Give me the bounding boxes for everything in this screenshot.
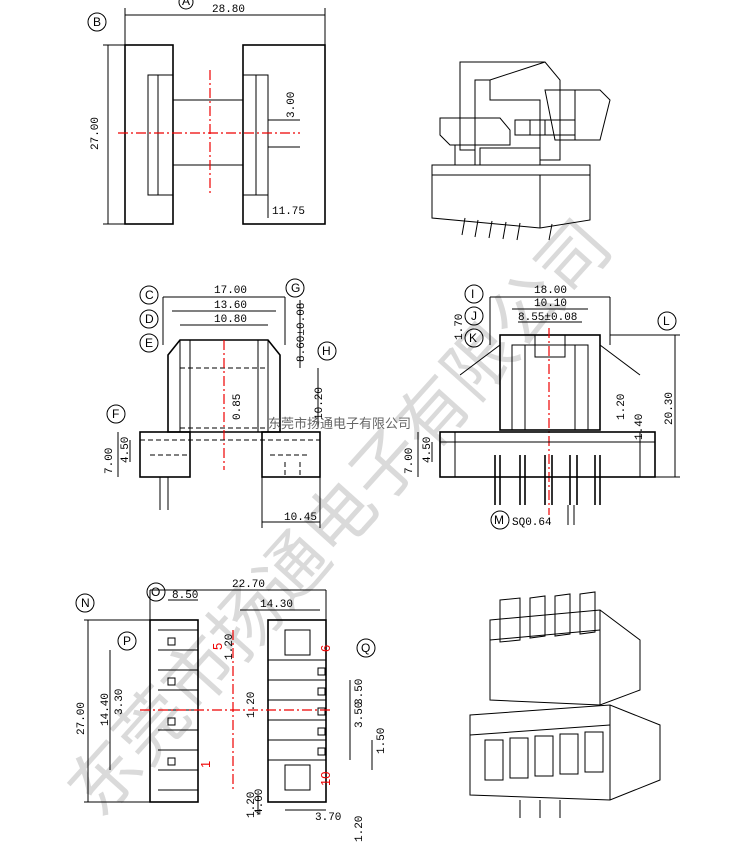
- pin-10-label: 10: [318, 772, 333, 786]
- label-l: L: [663, 314, 670, 328]
- iso-view-lower: [469, 591, 661, 818]
- label-q: Q: [361, 641, 370, 655]
- label-n: N: [81, 596, 90, 610]
- bottom-w-total-dim: 22.70: [232, 579, 265, 591]
- bottom-h1-dim: 14.40: [100, 693, 112, 726]
- label-a: A: [182, 0, 190, 8]
- front-base-h2-dim: 4.50: [120, 437, 132, 463]
- label-b-circle: [87, 12, 107, 32]
- top-width-dim: 28.80: [212, 4, 245, 16]
- side-h2-dim: 1.40: [634, 414, 646, 440]
- top-view: B A 28.80 27.00 3.00 11.75: [87, 0, 326, 225]
- label-d: D: [145, 312, 154, 326]
- label-c: C: [145, 288, 154, 302]
- pin-5-label: 5: [210, 643, 225, 650]
- top-height-dim: 27.00: [90, 117, 102, 150]
- side-w1-dim: 18.00: [534, 285, 567, 297]
- front-h-tol-dim: 8.60±0.08: [296, 303, 308, 362]
- front-view: C D E G H F 17.00 13.60 10.80 8.60±0.08 …: [104, 278, 337, 528]
- bottom-r1-dim: 3.50: [354, 679, 366, 705]
- side-w3-dim: 8.55±0.08: [518, 312, 577, 324]
- bottom-r3-dim: 1.50: [376, 728, 388, 754]
- side-w2-dim: 10.10: [534, 298, 567, 310]
- bottom-pitch-c-dim: 1.20: [246, 792, 258, 818]
- bottom-bot2-dim: 3.70: [315, 812, 341, 824]
- top-flange-dim: 11.75: [272, 206, 305, 218]
- label-h: H: [322, 344, 331, 358]
- side-base-h-dim: 7.00: [404, 448, 416, 474]
- front-w1-dim: 17.00: [214, 285, 247, 297]
- label-j: J: [471, 309, 477, 323]
- bottom-r2-dim: 3.50: [354, 702, 366, 728]
- bottom-w2-dim: 14.30: [260, 599, 293, 611]
- front-base-h-dim: 7.00: [104, 448, 116, 474]
- bottom-bot1-dim: 4.00: [254, 789, 266, 815]
- iso-view-upper: [431, 61, 611, 241]
- label-b: B: [93, 15, 101, 29]
- bottom-w1-dim: 8.50: [172, 590, 198, 602]
- pin-6-label: 6: [318, 645, 333, 652]
- bottom-h-total-dim: 27.00: [76, 702, 88, 735]
- pin-1-label: 1: [198, 761, 213, 768]
- label-k: K: [469, 331, 477, 345]
- label-i: I: [471, 287, 474, 301]
- bottom-pitch-b-dim: 1.20: [246, 692, 258, 718]
- side-view: I J K L M 18.00 10.10 8.55±0.08 1.70: [404, 284, 680, 530]
- bottom-h2-dim: 3.30: [114, 689, 126, 715]
- side-total-dim: 20.30: [664, 392, 676, 425]
- front-base-w-dim: 10.45: [284, 512, 317, 524]
- front-core-dim: 0.85: [232, 394, 244, 420]
- side-h1-dim: 1.20: [616, 394, 628, 420]
- label-e: E: [145, 336, 153, 350]
- label-p: P: [123, 634, 131, 648]
- side-base-h2-dim: 4.50: [422, 437, 434, 463]
- bottom-bot3-dim: 1.20: [354, 816, 366, 842]
- label-o: O: [151, 585, 160, 599]
- side-pin-dim: SQ0.64: [512, 517, 552, 529]
- label-g: G: [291, 281, 300, 295]
- front-w2-dim: 13.60: [214, 300, 247, 312]
- watermark-line: 东莞市扬通电子有限公司: [268, 416, 411, 432]
- top-slot-dim: 3.00: [286, 92, 298, 118]
- front-w3-dim: 10.80: [214, 314, 247, 326]
- side-top-dim: 1.70: [454, 314, 466, 340]
- label-f: F: [112, 407, 119, 421]
- bottom-pitch-a-dim: 1.20: [224, 634, 236, 660]
- label-a-circle: [178, 0, 194, 10]
- label-m: M: [494, 513, 504, 527]
- front-h2-dim: 10.20: [314, 387, 326, 420]
- bottom-view: N O P Q 22.70 8.50 14.30 27.00 14.40 3.3…: [75, 579, 388, 842]
